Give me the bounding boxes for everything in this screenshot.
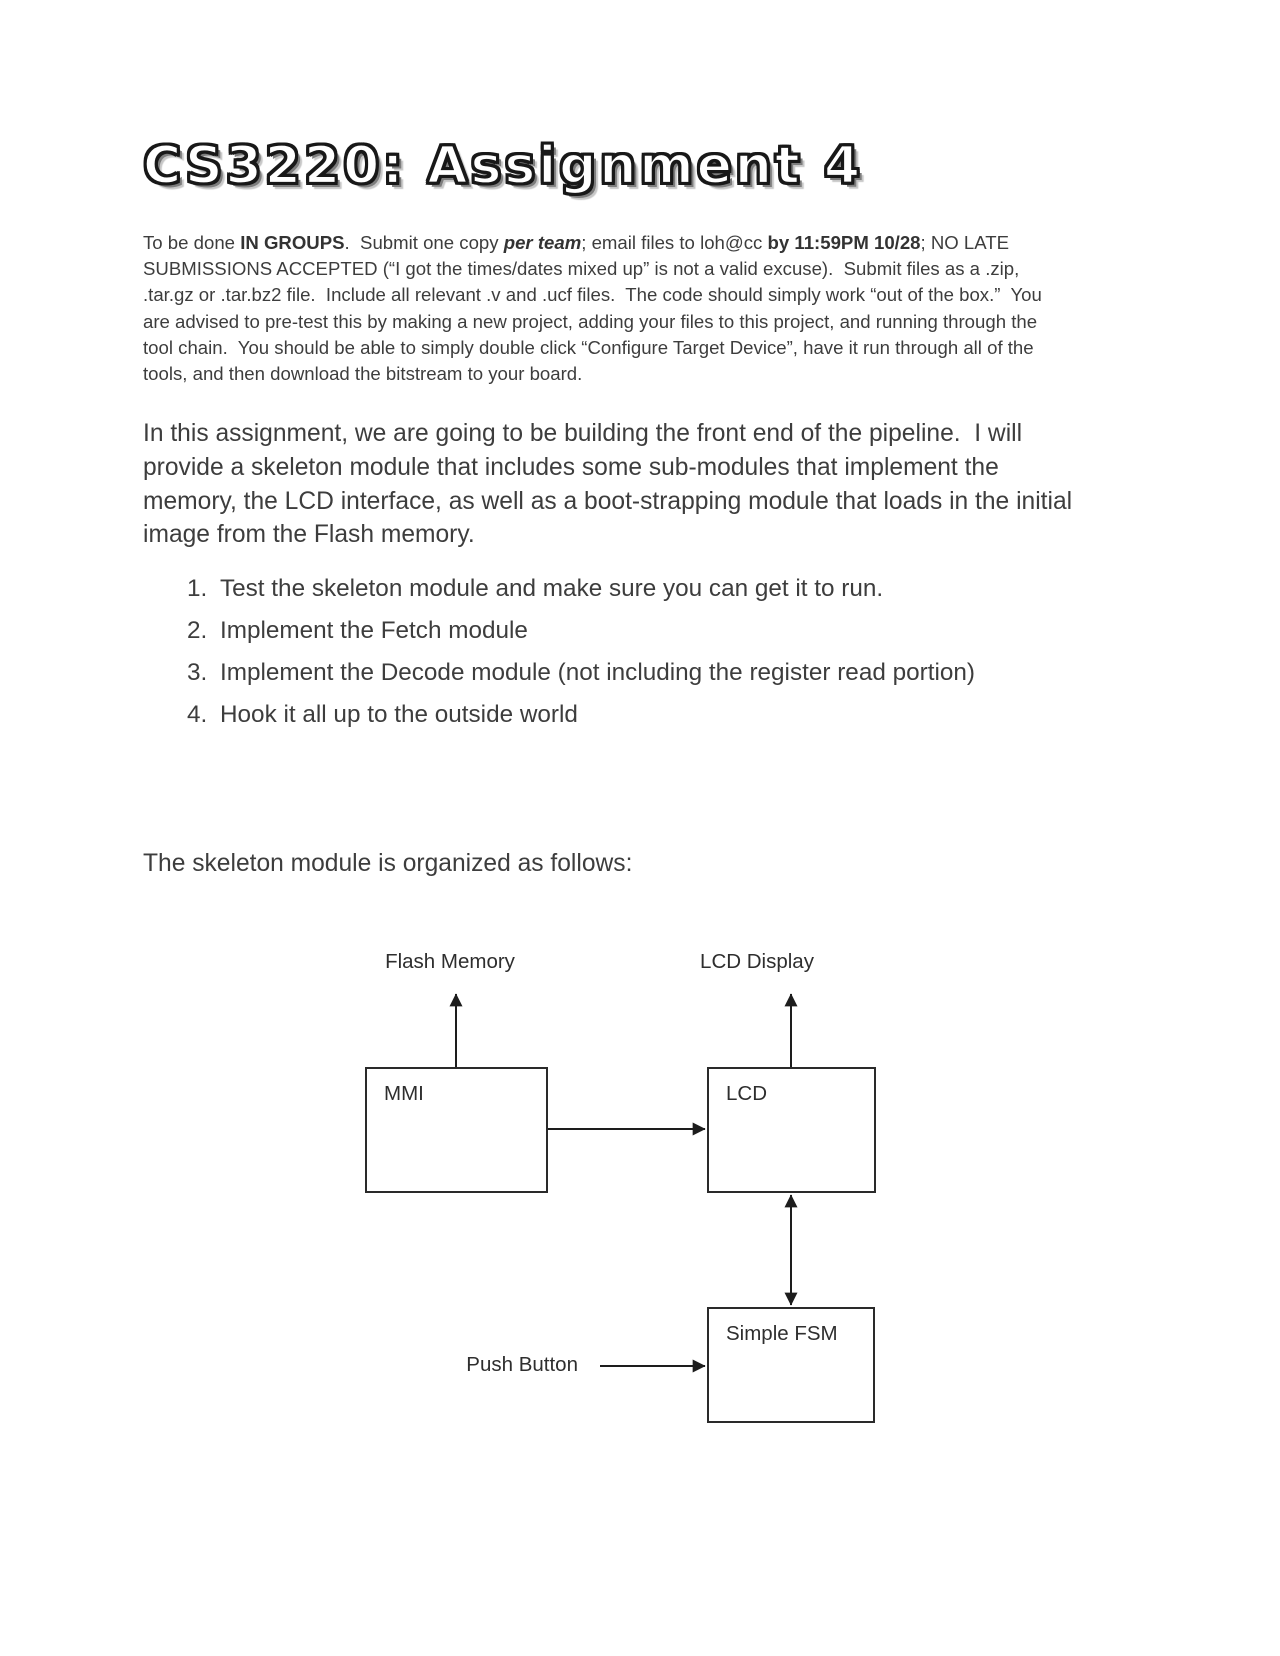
task-list: Test the skeleton module and make sure y… (143, 574, 1073, 742)
diagram-intro-text: The skeleton module is organized as foll… (143, 850, 633, 877)
lcd-box: LCD (707, 1067, 876, 1193)
mmi-box-label: MMI (384, 1082, 424, 1105)
simple-fsm-box-label: Simple FSM (726, 1322, 838, 1345)
task-item-4: Hook it all up to the outside world (214, 700, 1073, 730)
task-item-2-text: Implement the Fetch module (220, 617, 528, 644)
simple-fsm-box: Simple FSM (707, 1307, 875, 1423)
assignment-overview-paragraph: In this assignment, we are going to be b… (143, 420, 1079, 549)
skeleton-module-diagram: Flash Memory LCD Display MMI LCD Simple … (0, 890, 1280, 1450)
task-item-1-text: Test the skeleton module and make sure y… (220, 575, 884, 602)
task-item-3: Implement the Decode module (not includi… (214, 658, 1073, 688)
flash-memory-label: Flash Memory (385, 950, 515, 973)
page-title: CS3220: Assignment 4 (142, 135, 864, 197)
task-item-2: Implement the Fetch module (214, 616, 1073, 646)
mmi-box: MMI (365, 1067, 548, 1193)
push-button-label: Push Button (466, 1353, 578, 1376)
lcd-display-label: LCD Display (700, 950, 814, 973)
diagram-arrow-lines (449, 993, 798, 1373)
task-item-4-text: Hook it all up to the outside world (220, 701, 578, 728)
task-item-3-text: Implement the Decode module (not includi… (220, 659, 975, 686)
submission-instructions-paragraph: To be done IN GROUPS. Submit one copy pe… (143, 232, 1048, 385)
lcd-box-label: LCD (726, 1082, 768, 1105)
task-item-1: Test the skeleton module and make sure y… (214, 574, 1073, 604)
